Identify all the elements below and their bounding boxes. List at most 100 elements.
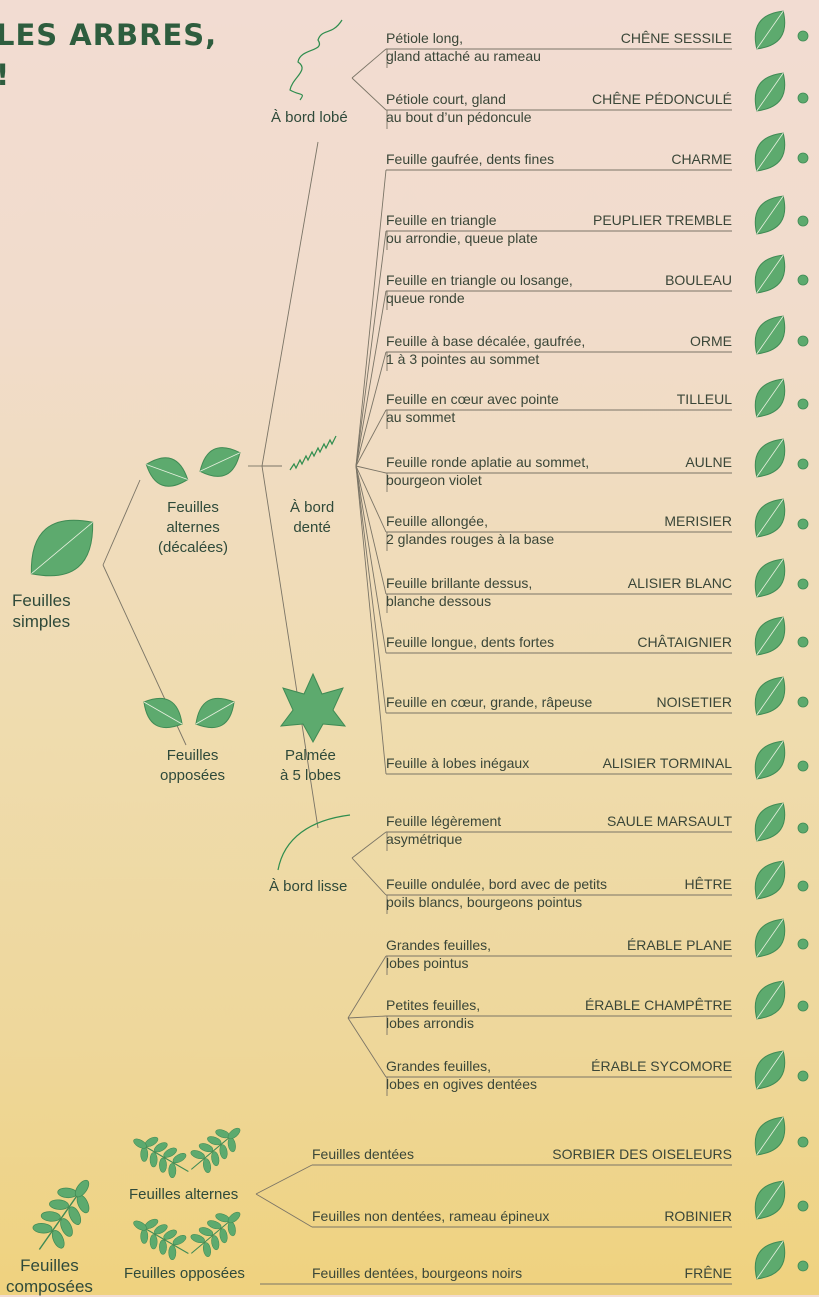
- alternate-leaf-icon: [194, 440, 246, 484]
- tree-species-name: PEUPLIER TREMBLE: [593, 212, 732, 229]
- tree-description: Feuille légèrement: [386, 813, 501, 830]
- fruit-icon: [798, 93, 808, 103]
- fruit-icon: [798, 399, 808, 409]
- compound-tree-entry: Feuilles dentées, bourgeons noirs FRÊNE: [312, 1265, 732, 1285]
- aspen-leaf-icon: [746, 189, 794, 242]
- alternate-leaf-icon: [142, 451, 193, 492]
- compound-opposite-leaf-icon: [126, 1209, 196, 1267]
- tree-species-name: CHÊNE PÉDONCULÉ: [592, 91, 732, 108]
- tree-description-line2: gland attaché au rameau: [386, 48, 541, 65]
- compound-opposite-leaf-icon: [182, 1201, 250, 1265]
- opposite-leaf-icon: [137, 690, 189, 736]
- fruit-icon: [798, 1071, 808, 1081]
- tree-entry: Feuille longue, dents fortes CHÂTAIGNIER: [386, 634, 732, 676]
- tree-species-name: CHÂTAIGNIER: [637, 634, 732, 651]
- fruit-icon: [798, 1137, 808, 1147]
- beech-leaf-icon: [746, 854, 794, 907]
- tree-description: Feuille à base décalée, gaufrée,: [386, 333, 585, 350]
- fruit-icon: [798, 939, 808, 949]
- tree-description: Feuille longue, dents fortes: [386, 634, 554, 651]
- page-title-line2: !: [0, 58, 10, 92]
- tree-entry: Grandes feuilles,lobes pointus ÉRABLE PLA…: [386, 937, 732, 979]
- tree-species-name: SORBIER DES OISELEURS: [552, 1146, 732, 1163]
- palmate-leaf-icon: [281, 674, 345, 742]
- tree-entry: Feuille ronde aplatie au sommet,bourgeon…: [386, 454, 732, 496]
- tree-species-name: ROBINIER: [664, 1208, 732, 1225]
- fruit-icon: [798, 823, 808, 833]
- label-lobed-edge: À bord lobé: [271, 108, 348, 128]
- fruit-icon: [798, 336, 808, 346]
- maple-leaf-icon: [746, 912, 794, 965]
- compound-leaf-icon: [23, 1169, 104, 1261]
- tree-description-line2: lobes pointus: [386, 955, 469, 972]
- lobed-edge-icon: [290, 20, 342, 100]
- tree-species-name: BOULEAU: [665, 272, 732, 289]
- tree-entry: Feuille ondulée, bord avec de petitspoil…: [386, 876, 732, 918]
- tree-description: Feuille en cœur avec pointe: [386, 391, 559, 408]
- label-smooth-edge: À bord lisse: [269, 877, 347, 897]
- tree-description-line2: poils blancs, bourgeons pointus: [386, 894, 582, 911]
- linden-leaf-icon: [746, 372, 794, 425]
- compound-alternate-leaf-icon: [182, 1117, 250, 1181]
- oak-leaf-icon: [746, 4, 794, 57]
- tree-entry: Feuille à base décalée, gaufrée,1 à 3 po…: [386, 333, 732, 375]
- compound-tree-entry: Feuilles non dentées, rameau épineux ROBI…: [312, 1208, 732, 1228]
- fruit-icon: [798, 31, 808, 41]
- fruit-icon: [798, 1201, 808, 1211]
- tree-description: Feuille ronde aplatie au sommet,: [386, 454, 589, 471]
- alder-leaf-icon: [746, 432, 794, 485]
- tree-description: Feuilles dentées, bourgeons noirs: [312, 1265, 522, 1282]
- tree-species-name: ÉRABLE PLANE: [627, 937, 732, 954]
- elm-leaf-icon: [746, 309, 794, 362]
- fruit-icon: [798, 1261, 808, 1271]
- rowan-leaf-icon: [746, 1110, 794, 1163]
- fruit-icon: [798, 275, 808, 285]
- tree-entry: Grandes feuilles,lobes en ogives dentées…: [386, 1058, 732, 1100]
- fruit-icon: [798, 519, 808, 529]
- tree-description: Feuilles non dentées, rameau épineux: [312, 1208, 549, 1225]
- tree-description-line2: au sommet: [386, 409, 455, 426]
- tree-description: Petites feuilles,: [386, 997, 480, 1014]
- smooth-edge-icon: [278, 815, 350, 870]
- tree-entry: Feuille en cœur, grande, râpeuseNOISETIE…: [386, 694, 732, 736]
- fruit-icon: [798, 881, 808, 891]
- tree-entry: Feuille brillante dessus,blanche dessous…: [386, 575, 732, 617]
- tree-description: Feuille à lobes inégaux: [386, 755, 529, 772]
- fruit-icon: [798, 459, 808, 469]
- ash-leaf-icon: [746, 1234, 794, 1287]
- chestnut-leaf-icon: [746, 610, 794, 663]
- hazel-leaf-icon: [746, 670, 794, 723]
- label-compound-opposite: Feuilles opposées: [124, 1264, 245, 1284]
- tree-description: Pétiole long,: [386, 30, 463, 47]
- tree-description: Grandes feuilles,: [386, 937, 491, 954]
- fruit-icon: [798, 579, 808, 589]
- tree-description-line2: 1 à 3 pointes au sommet: [386, 351, 539, 368]
- tree-entry: Feuille allongée,2 glandes rouges à la b…: [386, 513, 732, 555]
- toothed-edge-icon: [290, 436, 336, 470]
- oak-leaf-icon: [746, 66, 794, 119]
- hornbeam-leaf-icon: [746, 126, 794, 179]
- tree-species-name: CHARME: [671, 151, 732, 168]
- tree-description: Feuille ondulée, bord avec de petits: [386, 876, 607, 893]
- label-opposite-leaves: Feuillesopposées: [160, 746, 225, 786]
- fruit-icon: [798, 1001, 808, 1011]
- compound-alternate-leaf-icon: [126, 1127, 196, 1185]
- tree-description-line2: au bout d’un pédoncule: [386, 109, 532, 126]
- tree-description: Grandes feuilles,: [386, 1058, 491, 1075]
- tree-species-name: TILLEUL: [677, 391, 732, 408]
- simple-leaf-icon: [15, 503, 108, 593]
- cherry-leaf-icon: [746, 492, 794, 545]
- tree-species-name: CHÊNE SESSILE: [621, 30, 732, 47]
- label-compound-alternate: Feuilles alternes: [129, 1185, 238, 1205]
- fruit-icon: [798, 637, 808, 647]
- tree-species-name: ÉRABLE CHAMPÊTRE: [585, 997, 732, 1014]
- tree-species-name: AULNE: [685, 454, 732, 471]
- tree-description: Feuilles dentées: [312, 1146, 414, 1163]
- tree-species-name: FRÊNE: [685, 1265, 732, 1282]
